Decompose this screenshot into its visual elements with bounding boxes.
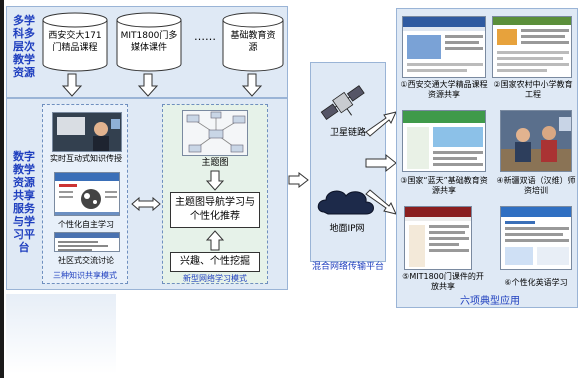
- interest-mining-box: 兴趣、个性挖掘: [170, 252, 260, 272]
- knowledge-modes-footer: 三种知识共享模式: [53, 271, 117, 280]
- topic-map-image: [186, 111, 246, 153]
- knowledge-mode-label: 社区式交流讨论: [58, 256, 114, 265]
- to-applications-arrows: [365, 111, 397, 215]
- self-study-thumbnail: [54, 172, 120, 216]
- satellite-icon: [320, 85, 365, 121]
- network-cloud-icon: [317, 190, 374, 215]
- app-thumbnail-4: [500, 110, 572, 172]
- interest-mining-label: 兴趣、个性挖掘: [180, 256, 250, 267]
- knowledge-mode-label: 实时互动式知识传授: [50, 154, 122, 163]
- app-thumbnail-1: [402, 16, 486, 78]
- app-thumbnail-3: [402, 110, 486, 172]
- bidirectional-arrow: [131, 196, 161, 212]
- ellipsis: ……: [194, 30, 216, 43]
- app-screenshot-3: [403, 111, 485, 169]
- knowledge-mode-label: 个性化自主学习: [58, 220, 114, 229]
- application-label: ④新疆双语（汉维）师资培训: [496, 176, 576, 195]
- app-screenshot-2: [493, 17, 571, 72]
- app-thumbnail-5: [404, 206, 472, 270]
- resource-cylinder-1: 西安交大171门精品课程: [42, 12, 108, 72]
- application-label: ②国家农村中小学教育工程: [493, 80, 573, 99]
- learning-mode-footer: 新型网络学习模式: [183, 274, 247, 283]
- topic-map-label: 主题图: [201, 158, 229, 168]
- platform-panel-label: 数字教学资源共享服务与学习平台: [13, 150, 35, 254]
- left-frame-line: [0, 0, 4, 378]
- forum-thumbnail: [54, 232, 120, 252]
- satellite-label: 卫星链路: [329, 128, 366, 138]
- applications-footer: 六项典型应用: [460, 296, 520, 307]
- resource-label: 西安交大171门精品课程: [48, 31, 102, 53]
- transport-footer: 混合网络传输平台: [312, 262, 385, 272]
- app-screenshot-6: [501, 207, 571, 265]
- cylinder-shape: [42, 12, 108, 72]
- to-transport-arrow: [288, 172, 309, 188]
- resource-cylinder-2: MIT1800门多媒体课件: [116, 12, 182, 72]
- app-screenshot-5: [405, 207, 471, 267]
- application-label: ①西安交通大学精品课程资源共享: [400, 80, 488, 99]
- video-lecture-image: [53, 113, 121, 151]
- cylinder-shape: [222, 12, 284, 72]
- resource-cylinder-3: 基础教育资源: [222, 12, 284, 72]
- interest-up-arrow: [206, 230, 224, 251]
- app-thumbnail-2: [492, 16, 572, 78]
- resource-down-arrows: [61, 73, 263, 97]
- self-study-image: [55, 173, 119, 215]
- application-label: ⑥个性化英语学习: [504, 278, 568, 287]
- cylinder-shape: [116, 12, 182, 72]
- forum-image: [55, 233, 119, 251]
- navigation-recommendation-label: 主题图导航学习与个性化推荐: [175, 197, 255, 222]
- topic-map-down-arrow: [206, 170, 224, 191]
- faded-region: [6, 294, 116, 374]
- app-screenshot-1: [403, 17, 485, 72]
- resource-panel-label: 多学科多层次教学资源: [13, 14, 35, 79]
- navigation-recommendation-box: 主题图导航学习与个性化推荐: [170, 192, 260, 228]
- application-label: ⑤MIT1800门课件的开放共享: [402, 272, 484, 291]
- resource-label: MIT1800门多媒体课件: [120, 31, 178, 53]
- resource-label: 基础教育资源: [230, 31, 276, 53]
- topic-map-thumbnail: [182, 110, 248, 156]
- video-lecture-thumbnail: [52, 112, 122, 152]
- application-label: ③国家“蓝天”基础教育资源共享: [400, 176, 488, 195]
- app-photo-4: [501, 111, 571, 171]
- app-thumbnail-6: [500, 206, 572, 270]
- ground-network-label: 地面IP网: [329, 224, 365, 234]
